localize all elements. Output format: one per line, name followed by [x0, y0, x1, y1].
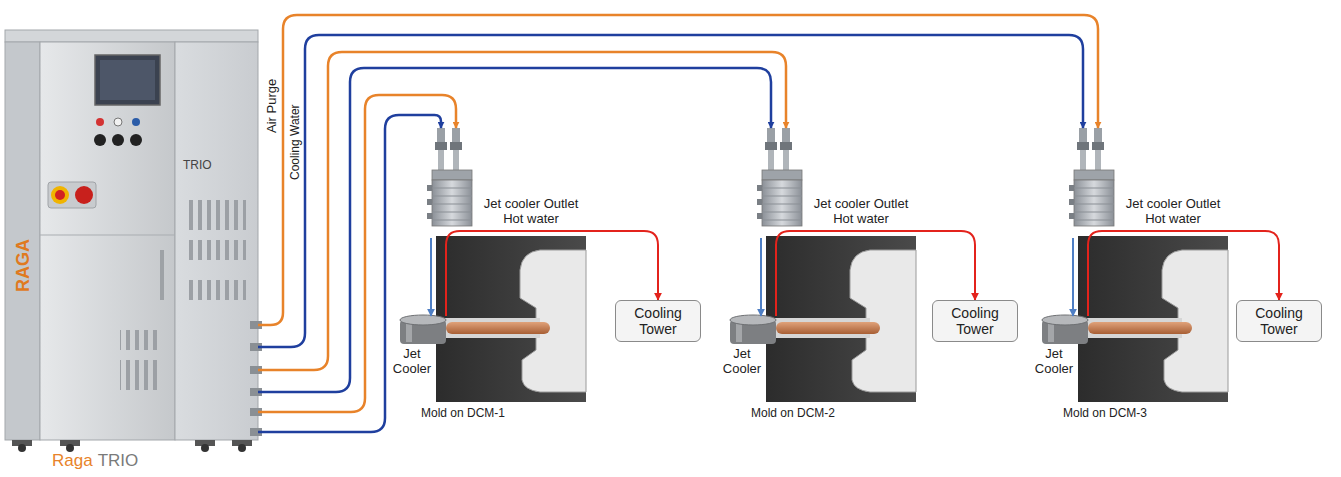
line-label: Cooling Water: [289, 104, 302, 180]
cooling-tower-box: Cooling Tower: [932, 300, 1018, 342]
line-label: Jet cooler Outlet Hot water: [476, 196, 586, 226]
jet-cooler-label: Jet Cooler: [389, 346, 435, 376]
line-label: Air Purge: [265, 79, 279, 133]
mold: Mold on DCM-1: [431, 128, 586, 402]
mold-art: [1042, 128, 1228, 402]
unit-label: TRIO: [183, 158, 212, 173]
brand-logo: RAGA: [13, 239, 34, 292]
box-label: Cooling Tower: [622, 305, 694, 337]
chiller-unit-art: [5, 30, 262, 452]
mold-art: [400, 128, 586, 402]
mold: Mold on DCM-3: [1073, 128, 1228, 402]
mold-caption: Mold on DCM-2: [751, 406, 835, 421]
box-label: Cooling Tower: [939, 305, 1011, 337]
mold-caption: Mold on DCM-3: [1063, 406, 1147, 421]
cooling-tower-box: Cooling Tower: [1236, 300, 1322, 342]
caption-row: RagaTRIO: [52, 451, 138, 471]
supply-pipe: [258, 68, 771, 392]
jet-cooler-label: Jet Cooler: [719, 346, 765, 376]
jet-cooler: Jet Cooler: [398, 316, 450, 344]
mold: Mold on DCM-2: [761, 128, 916, 402]
return-line: [760, 238, 762, 316]
line-label: Jet cooler Outlet Hot water: [1118, 196, 1228, 226]
jet-cooler: Jet Cooler: [728, 316, 780, 344]
return-line: [1072, 238, 1074, 316]
mold-caption: Mold on DCM-1: [421, 406, 505, 421]
line-label: Jet cooler Outlet Hot water: [806, 196, 916, 226]
cooling-tower-box: Cooling Tower: [615, 300, 701, 342]
supply-pipe: [258, 35, 1083, 347]
return-line: [430, 238, 432, 316]
supply-pipe: [258, 115, 441, 432]
box-label: Cooling Tower: [1243, 305, 1315, 337]
caption-model: TRIO: [98, 451, 139, 471]
chiller-unit: TRIO: [5, 30, 258, 452]
supply-pipe: [258, 95, 456, 412]
mold-art: [730, 128, 916, 402]
jet-cooler: Jet Cooler: [1040, 316, 1092, 344]
supply-pipe: [258, 52, 786, 370]
jet-cooler-label: Jet Cooler: [1031, 346, 1077, 376]
caption-brand: Raga: [52, 451, 93, 471]
